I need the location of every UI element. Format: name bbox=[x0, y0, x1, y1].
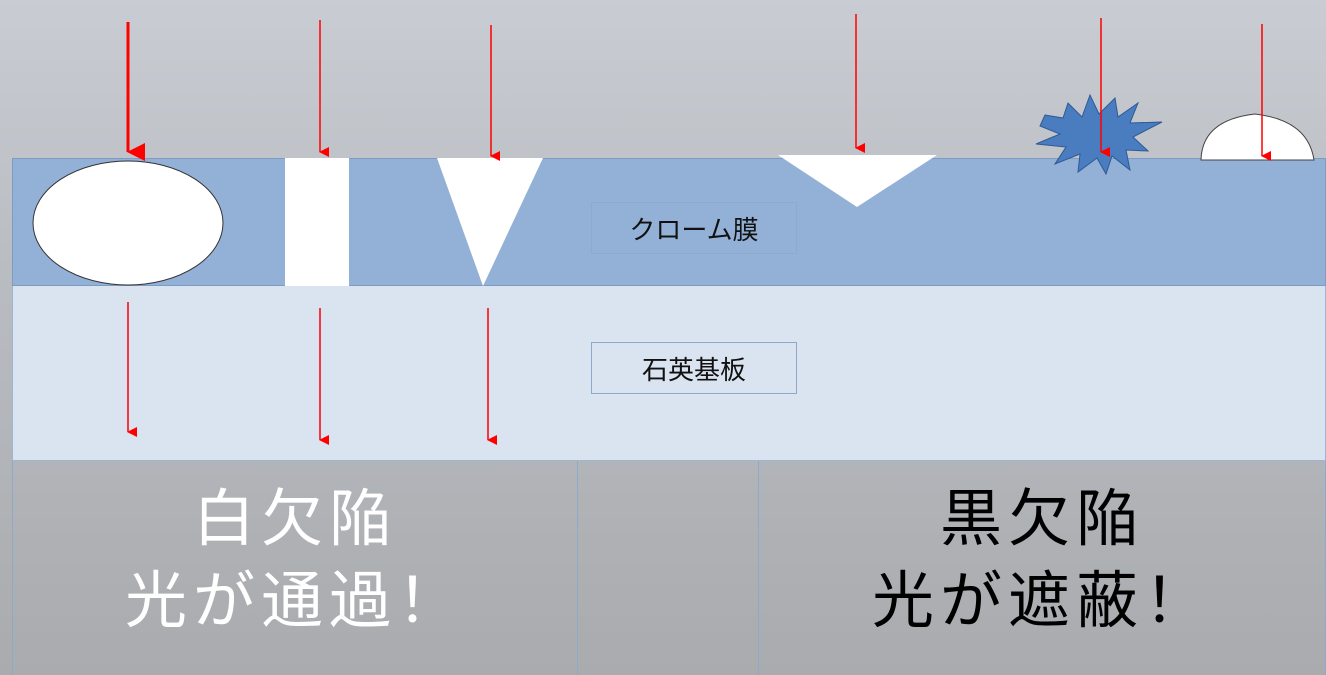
white-defect-description: 光が通過！ bbox=[124, 564, 465, 637]
black-defect-description: 光が遮蔽！ bbox=[871, 564, 1212, 637]
bump-defect bbox=[1200, 113, 1315, 161]
quartz-substrate-layer bbox=[12, 286, 1326, 461]
white-defect-title: 白欠陥 bbox=[192, 482, 397, 555]
black-defect-panel: 黒欠陥 光が遮蔽！ bbox=[759, 461, 1326, 675]
white-defect-panel: 白欠陥 光が通過！ bbox=[12, 461, 578, 675]
chrome-film-label: クローム膜 bbox=[591, 202, 797, 254]
black-defect-title: 黒欠陥 bbox=[939, 482, 1144, 555]
chrome-film-layer bbox=[12, 158, 1326, 286]
quartz-substrate-label: 石英基板 bbox=[591, 342, 797, 394]
middle-panel bbox=[578, 461, 759, 675]
